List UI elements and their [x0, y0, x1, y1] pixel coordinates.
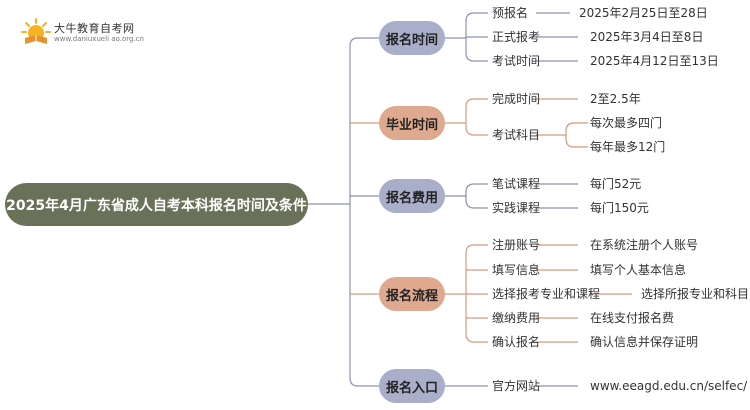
- item-label: 正式报考: [492, 30, 541, 44]
- item-value: 2025年4月12日至13日: [590, 54, 719, 68]
- category-registration-fee: 报名费用: [379, 179, 445, 213]
- item-label: 官方网站: [492, 379, 541, 393]
- item-label: 完成时间: [492, 92, 541, 106]
- item-value: 每门150元: [590, 201, 649, 215]
- item-label: 笔试课程: [492, 177, 541, 191]
- site-logo[interactable]: 大牛教育自考网 www.daniuxueli ao.org.cn: [20, 17, 160, 47]
- item-label: 确认报名: [492, 335, 541, 349]
- logo-name: 大牛教育自考网: [54, 22, 135, 35]
- item-label: 填写信息: [492, 263, 541, 277]
- item-value: 2025年3月4日至8日: [590, 30, 704, 44]
- item-value: 在线支付报名费: [590, 311, 675, 325]
- item-label: 预报名: [492, 6, 529, 20]
- item-label: 考试科目: [492, 128, 541, 142]
- item-label: 选择报考专业和课程: [492, 287, 601, 301]
- sun-book-logo-icon: [21, 18, 51, 44]
- official-website-link[interactable]: www.eeagd.edu.cn/selfec/: [590, 379, 748, 393]
- category-registration-entry: 报名入口: [379, 369, 445, 403]
- logo-url: www.daniuxueli ao.org.cn: [54, 35, 144, 43]
- item-label: 考试时间: [492, 54, 541, 68]
- item-value: 2025年2月25日至28日: [579, 6, 708, 20]
- item-label: 缴纳费用: [492, 311, 541, 325]
- item-value: 每次最多四门: [590, 116, 663, 130]
- item-value: 每年最多12门: [590, 140, 666, 154]
- item-value: 在系统注册个人账号: [590, 238, 699, 252]
- item-value: 2至2.5年: [590, 92, 641, 106]
- item-value: 确认信息并保存证明: [590, 335, 699, 349]
- category-registration-time: 报名时间: [379, 21, 445, 55]
- mindmap-root: 2025年4月广东省成人自考本科报名时间及条件: [5, 183, 308, 226]
- category-graduation-time: 毕业时间: [379, 106, 445, 140]
- item-value: 填写个人基本信息: [590, 263, 687, 277]
- item-value: 每门52元: [590, 177, 642, 191]
- item-label: 实践课程: [492, 201, 541, 215]
- item-value: 选择所报专业和科目: [641, 287, 750, 301]
- category-registration-process: 报名流程: [379, 277, 445, 311]
- item-label: 注册账号: [492, 238, 541, 252]
